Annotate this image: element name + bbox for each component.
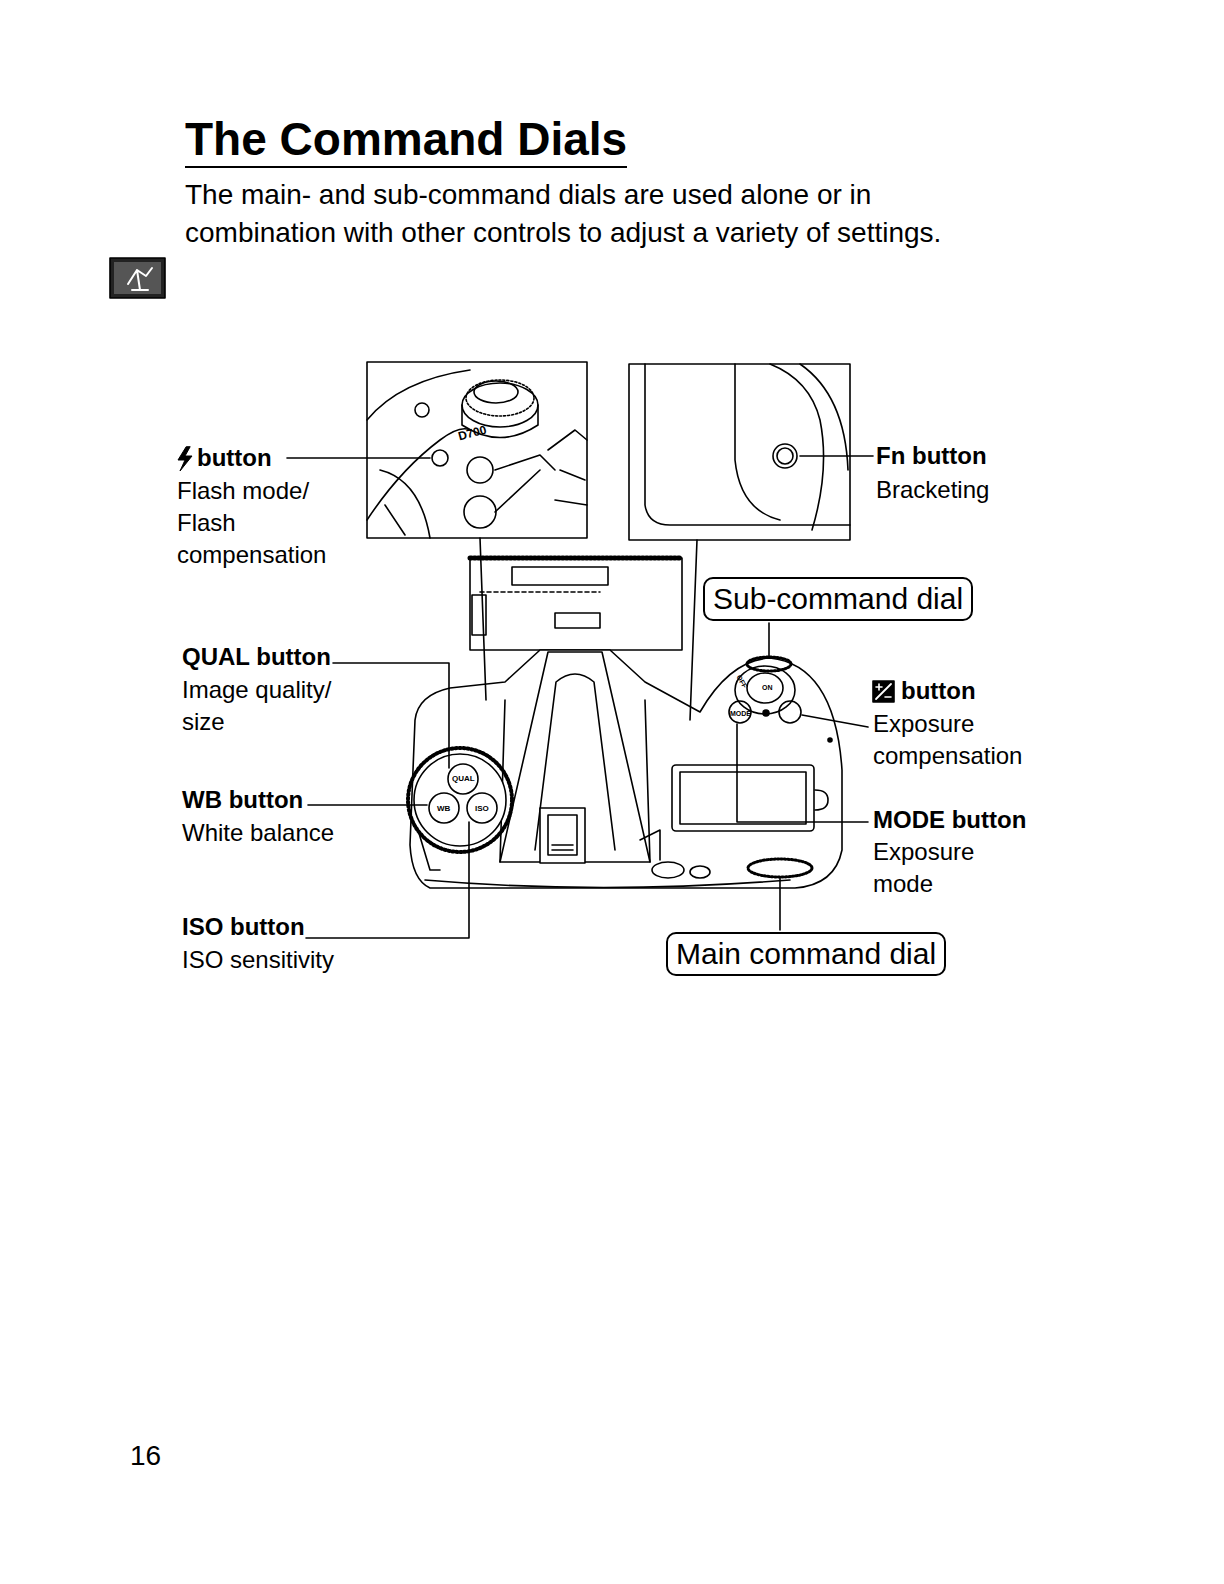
drawing-circle [467, 457, 493, 483]
button-marking: WB [437, 803, 450, 814]
drawing-rect [680, 772, 806, 824]
button-marking: MODE [730, 708, 751, 719]
button-name: MODE button [873, 804, 1026, 836]
drawing-path [128, 268, 152, 290]
drawing-path [287, 457, 430, 459]
drawing-path [876, 684, 891, 697]
button-name: ISO button [182, 911, 305, 943]
drawing-circle [408, 748, 512, 852]
drawing-path [500, 700, 650, 862]
drawing-path [555, 470, 587, 505]
drawing-path [552, 845, 573, 850]
drawing-circle [779, 701, 801, 723]
drawing-rect [470, 558, 682, 650]
drawing-path [367, 429, 470, 520]
button-function: Image quality/ size [182, 674, 357, 738]
drawing-path [548, 430, 587, 450]
drawing-rect [367, 362, 587, 538]
drawing-ellipse [748, 859, 812, 877]
drawing-circle [415, 403, 429, 417]
callout-text: Sub-command dial [713, 579, 963, 619]
button-name: button [197, 442, 272, 474]
drawing-ellipse [474, 381, 518, 403]
drawing-ellipse [747, 657, 791, 671]
drawing-path [770, 364, 824, 530]
callout-text: Main command dial [676, 934, 936, 974]
drawing-rect [548, 815, 577, 855]
drawing-ellipse [747, 673, 783, 703]
drawing-rect [114, 262, 161, 294]
drawing-path [480, 591, 600, 593]
intro-text: The main- and sub-command dials are used… [185, 176, 1025, 252]
button-function: Exposure compensation [873, 708, 1033, 772]
page-title: The Command Dials [185, 112, 627, 168]
drawing-circle [448, 764, 478, 794]
drawing-ellipse [690, 866, 710, 878]
button-function: ISO sensitivity [182, 944, 334, 976]
drawing-circle [464, 496, 496, 528]
drawing-rect [555, 613, 600, 628]
drawing-path [367, 370, 470, 420]
drawing-path [385, 505, 405, 535]
button-marking: ISO [475, 803, 489, 814]
drawing-circle [729, 701, 751, 723]
dial-callout-box: Sub-command dial [703, 577, 973, 621]
drawing-path [495, 455, 555, 512]
drawing-rect [629, 364, 850, 540]
drawing-path [802, 715, 868, 727]
drawing-path [470, 556, 682, 561]
drawing-path [640, 830, 660, 860]
drawing-path [800, 455, 873, 457]
drawing-circle [777, 448, 793, 464]
drawing-rect [110, 258, 165, 298]
drawing-path [333, 663, 449, 768]
drawing-path [480, 538, 486, 700]
drawing-path [690, 540, 697, 720]
drawing-ellipse [466, 380, 534, 416]
drawing-circle [467, 793, 497, 823]
drawing-path [876, 684, 891, 699]
dial-callout-box: Main command dial [666, 932, 946, 976]
button-name: WB button [182, 784, 303, 816]
button-marking: QUAL [452, 773, 475, 784]
button-name: QUAL button [182, 641, 331, 673]
drawing-path [380, 470, 430, 538]
drawing-path [418, 830, 440, 870]
button-function: Exposure mode [873, 836, 1033, 900]
drawing-ellipse [735, 666, 795, 714]
drawing-circle [432, 450, 448, 466]
drawing-path [800, 364, 848, 470]
drawing-circle [828, 738, 832, 742]
drawing-path [500, 652, 650, 862]
button-function: Bracketing [876, 474, 989, 506]
drawing-rect [540, 808, 585, 863]
button-function: Flash mode/ Flash compensation [177, 475, 337, 571]
drawing-rect [873, 681, 894, 702]
drawing-path [410, 650, 842, 888]
switch-marking: ON [762, 682, 773, 693]
drawing-rect [672, 765, 814, 831]
drawing-path [425, 880, 790, 888]
drawing-path [735, 364, 780, 520]
drawing-path [815, 790, 828, 810]
drawing-ellipse [462, 383, 538, 427]
drawing-circle [429, 793, 459, 823]
drawing-path [768, 623, 770, 656]
drawing-circle [773, 444, 797, 468]
drawing-path [308, 804, 427, 806]
drawing-path [737, 724, 868, 822]
drawing-circle [414, 754, 506, 846]
button-function: White balance [182, 817, 334, 849]
drawing-circle [763, 710, 769, 716]
button-name: Fn button [876, 440, 987, 472]
page-number: 16 [130, 1440, 161, 1472]
drawing-path [178, 447, 192, 471]
drawing-path [779, 878, 781, 930]
drawing-rect [512, 567, 608, 585]
drawing-ellipse [652, 862, 684, 878]
button-name: button [901, 675, 976, 707]
